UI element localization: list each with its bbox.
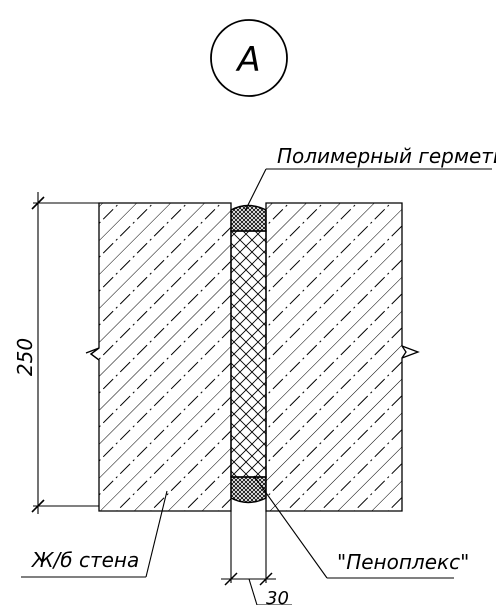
right-concrete-wall [265, 202, 407, 512]
gap-tick-right [259, 572, 273, 586]
gap-dimension-label: 30 [266, 588, 289, 605]
wall-leader [145, 490, 168, 578]
joint-insulation [230, 230, 267, 478]
right-break-marker [401, 345, 420, 359]
sealant-callout-label: Полимерный герметик [277, 144, 496, 168]
insulation-leader [253, 475, 328, 579]
view-marker-label: А [235, 40, 260, 80]
left-break-marker [85, 347, 100, 361]
left-concrete-wall [89, 202, 232, 512]
insulation-callout-label: "Пеноплекс" [337, 550, 469, 574]
gap-tick-left [224, 572, 238, 586]
height-tick-bottom [31, 499, 45, 513]
height-dimension-label: 250 [13, 338, 37, 376]
bottom-sealant [230, 476, 267, 504]
view-marker-circle [210, 19, 288, 97]
wall-callout-label: Ж/б стена [30, 548, 139, 572]
top-sealant [230, 204, 267, 232]
gap-leader [248, 578, 258, 605]
sealant-leader [244, 168, 267, 212]
height-tick-top [31, 196, 45, 210]
